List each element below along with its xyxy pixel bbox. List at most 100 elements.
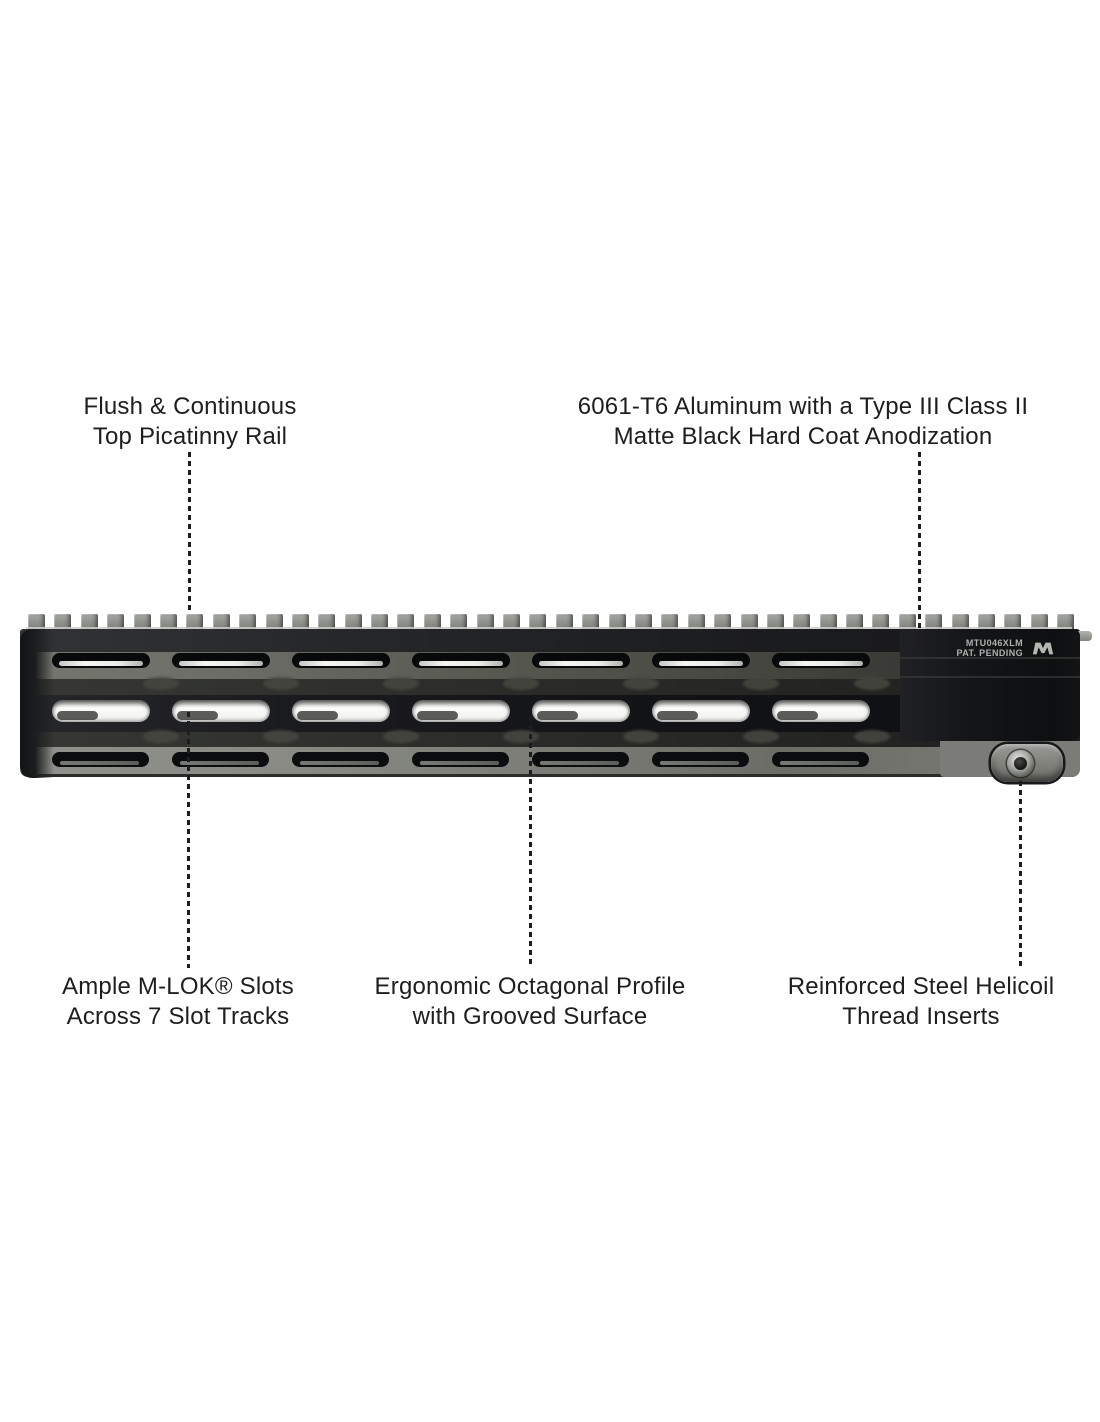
groove-bump xyxy=(503,676,539,690)
rail-tooth xyxy=(133,614,151,630)
mlok-slot xyxy=(772,752,869,767)
rail-tooth xyxy=(661,614,679,630)
picatinny-rail-teeth xyxy=(28,614,1075,630)
groove-bump xyxy=(143,729,179,743)
groove-bump xyxy=(743,729,779,743)
m-lok-logo-icon xyxy=(1032,642,1054,654)
mlok-slot xyxy=(172,752,269,767)
laser-engraving: MTU046XLM PAT. PENDING xyxy=(957,638,1054,658)
rail-tooth xyxy=(582,614,600,630)
rail-tooth xyxy=(872,614,890,630)
mlok-slot xyxy=(652,700,750,722)
mlok-slot xyxy=(292,752,389,767)
rail-tooth xyxy=(925,614,943,630)
facet-edge-line xyxy=(900,657,1080,659)
leader-line-anodization xyxy=(918,452,921,650)
callout-line: Thread Inserts xyxy=(842,1003,1000,1030)
groove-bump xyxy=(854,729,890,743)
rail-tooth xyxy=(212,614,230,630)
callout-top-picatinny-rail: Flush & Continuous Top Picatinny Rail xyxy=(83,392,296,452)
mlok-slot xyxy=(292,653,390,668)
mlok-slot xyxy=(772,653,870,668)
groove-bump xyxy=(623,729,659,743)
groove-bump xyxy=(623,676,659,690)
rail-tooth xyxy=(397,614,415,630)
leader-line-picatinny xyxy=(188,452,191,610)
mlok-slot xyxy=(52,752,149,767)
callout-line: Ergonomic Octagonal Profile xyxy=(374,973,686,1000)
mlok-slot xyxy=(532,752,629,767)
groove-bump xyxy=(383,676,419,690)
engraving-patent: PAT. PENDING xyxy=(956,648,1023,658)
rail-tooth xyxy=(503,614,521,630)
groove-bump xyxy=(743,676,779,690)
rail-tooth xyxy=(80,614,98,630)
rail-tooth xyxy=(608,614,626,630)
mlok-slot xyxy=(652,752,749,767)
rail-tooth xyxy=(687,614,705,630)
callout-line: Top Picatinny Rail xyxy=(92,423,288,450)
groove-bump xyxy=(263,676,299,690)
muzzle-end-cap xyxy=(20,629,54,778)
engraving-model: MTU046XLM xyxy=(965,638,1023,648)
rail-tooth xyxy=(898,614,916,630)
mlok-slot xyxy=(292,700,390,722)
callout-line: Reinforced Steel Helicoil xyxy=(787,973,1055,1000)
groove-bump xyxy=(854,676,890,690)
rail-tooth xyxy=(450,614,468,630)
rail-tooth xyxy=(1057,614,1075,630)
mlok-slot xyxy=(52,653,150,668)
rail-tooth xyxy=(291,614,309,630)
groove-bump xyxy=(263,729,299,743)
rail-tooth xyxy=(265,614,283,630)
rail-tooth xyxy=(28,614,45,630)
groove-bump xyxy=(383,729,419,743)
leader-line-octagonal xyxy=(529,716,532,968)
mlok-slot xyxy=(52,700,150,722)
callout-line: 6061-T6 Aluminum with a Type III Class I… xyxy=(577,393,1029,420)
mlok-slot xyxy=(412,700,510,722)
mlok-slot xyxy=(652,653,750,668)
mlok-slot xyxy=(532,700,630,722)
barrel-nut-section: MTU046XLM PAT. PENDING xyxy=(900,629,1080,741)
callout-anodization: 6061-T6 Aluminum with a Type III Class I… xyxy=(578,392,1029,452)
rail-tooth xyxy=(819,614,837,630)
leader-line-mlok-slots xyxy=(187,712,190,968)
rail-tooth xyxy=(107,614,125,630)
mlok-slot xyxy=(172,653,270,668)
mlok-slot xyxy=(532,653,630,668)
rail-highlight-line xyxy=(26,627,1072,629)
side-pin xyxy=(1077,631,1092,641)
facet-edge-line xyxy=(900,676,1080,678)
groove-bump xyxy=(503,729,539,743)
callout-helicoil-inserts: Reinforced Steel Helicoil Thread Inserts xyxy=(788,972,1054,1032)
mlok-slot xyxy=(172,700,270,722)
rail-tooth xyxy=(423,614,441,630)
callout-line: Ample M-LOK® Slots xyxy=(61,973,295,1000)
helicoil-screw-boss xyxy=(991,744,1063,782)
callout-octagonal-profile: Ergonomic Octagonal Profile with Grooved… xyxy=(375,972,686,1032)
groove-bump xyxy=(143,676,179,690)
rail-tooth xyxy=(766,614,784,630)
rail-tooth xyxy=(634,614,652,630)
rail-tooth xyxy=(1004,614,1022,630)
rail-tooth xyxy=(740,614,758,630)
rail-tooth xyxy=(793,614,811,630)
callout-line: Matte Black Hard Coat Anodization xyxy=(613,423,993,450)
rail-tooth xyxy=(1030,614,1048,630)
hex-socket xyxy=(1014,757,1027,770)
rail-tooth xyxy=(951,614,969,630)
mlok-slot xyxy=(772,700,870,722)
callout-mlok-slots: Ample M-LOK® Slots Across 7 Slot Tracks xyxy=(62,972,294,1032)
rail-tooth xyxy=(371,614,389,630)
rail-tooth xyxy=(529,614,547,630)
rail-tooth xyxy=(978,614,996,630)
rail-tooth xyxy=(318,614,336,630)
mlok-slot xyxy=(412,752,509,767)
socket-screw xyxy=(1007,750,1034,777)
mlok-slot xyxy=(412,653,510,668)
rail-tooth xyxy=(54,614,72,630)
leader-line-helicoil xyxy=(1019,781,1022,968)
callout-line: with Grooved Surface xyxy=(412,1003,648,1030)
